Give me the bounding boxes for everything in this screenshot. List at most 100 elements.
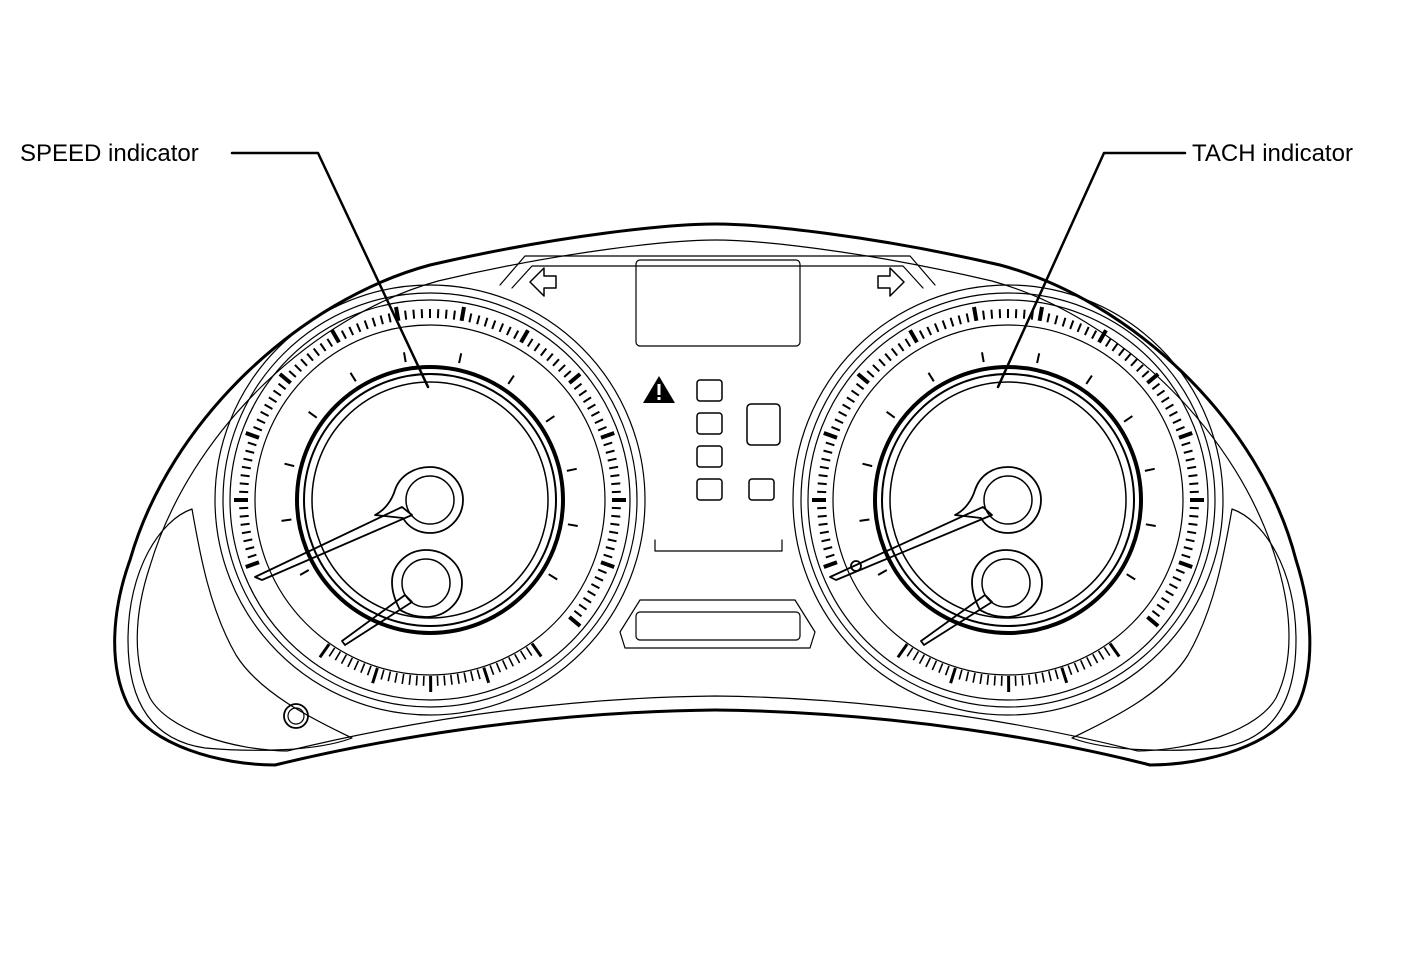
tick-mark [842, 403, 851, 410]
tick-mark [597, 568, 607, 575]
tach-needle [829, 466, 1042, 581]
tick-mark [394, 306, 401, 322]
tick-mark [1036, 353, 1041, 364]
tick-mark [1165, 590, 1174, 597]
tick-mark [818, 474, 828, 478]
tick-mark [519, 650, 527, 660]
tick-mark [507, 375, 515, 385]
tick-mark [1097, 329, 1108, 344]
tick-mark [347, 657, 354, 668]
tick-mark [482, 667, 491, 684]
tick-mark [1172, 418, 1182, 425]
tick-mark [394, 672, 398, 683]
tick-mark [1146, 615, 1160, 628]
tick-mark [825, 441, 835, 447]
tick-mark [886, 410, 896, 419]
tick-mark [371, 667, 379, 684]
tick-mark [513, 330, 520, 340]
tick-mark [241, 530, 251, 535]
tick-mark [456, 673, 460, 684]
tick-mark [463, 672, 467, 683]
tick-mark [501, 659, 508, 670]
tick-mark [334, 651, 342, 661]
tick-mark [277, 382, 287, 390]
tick-mark [288, 370, 297, 378]
tick-mark [823, 449, 833, 454]
center-panel [499, 255, 936, 649]
tick-mark [415, 675, 418, 686]
tick-mark [1141, 370, 1150, 378]
tick-mark [1034, 673, 1038, 684]
indicator-lamp [696, 445, 723, 468]
tick-mark [552, 358, 560, 367]
tick-mark [933, 323, 940, 333]
tick-mark [568, 615, 582, 628]
speedometer-tick-marks [234, 306, 626, 693]
tick-mark [859, 518, 870, 522]
tick-mark [594, 575, 604, 582]
tick-mark [353, 660, 360, 671]
tick-mark [1021, 675, 1024, 686]
tick-mark [972, 672, 976, 683]
tick-mark [957, 315, 962, 325]
speed-indicator-label: SPEED indicator [20, 140, 199, 167]
tick-mark [308, 410, 318, 419]
tick-mark [855, 382, 865, 390]
tick-mark [349, 372, 357, 382]
tick-mark [979, 673, 983, 685]
tick-mark [1123, 415, 1133, 423]
tick-mark [605, 449, 615, 454]
temp-needle [920, 549, 1043, 646]
tick-mark [1183, 546, 1193, 551]
tach-leader-line [996, 151, 1187, 389]
tick-mark [1185, 457, 1195, 462]
tick-mark [412, 309, 416, 319]
tick-mark [459, 306, 466, 322]
tick-mark [896, 643, 909, 659]
tick-mark [243, 457, 253, 462]
tick-mark [491, 320, 497, 330]
tick-mark [1189, 514, 1199, 518]
tick-mark [360, 663, 366, 673]
tick-mark [573, 382, 583, 390]
tick-mark [587, 403, 596, 410]
tick-mark [918, 654, 926, 664]
tick-mark [817, 514, 827, 518]
tick-mark [247, 553, 257, 559]
tick-mark [387, 313, 392, 323]
speed-needle [254, 466, 464, 581]
tachometer-gauge [792, 284, 1224, 716]
tick-mark [306, 353, 314, 362]
tick-mark [1189, 482, 1199, 486]
tick-mark [548, 573, 558, 581]
tick-mark [408, 674, 412, 685]
tick-mark [1172, 575, 1182, 582]
tick-mark [972, 306, 979, 322]
tick-mark [245, 546, 255, 551]
tick-mark [1151, 382, 1161, 390]
tick-mark [600, 560, 615, 569]
tick-mark [908, 329, 919, 344]
tick-mark [600, 431, 615, 440]
tick-mark [938, 663, 944, 673]
tick-mark [594, 418, 604, 425]
tick-mark [603, 441, 613, 447]
tick-mark [387, 671, 392, 682]
tick-mark [253, 425, 263, 432]
tick-mark [1060, 667, 1069, 684]
tick-mark [878, 358, 886, 367]
tick-mark [498, 323, 505, 333]
tick-mark [403, 352, 407, 363]
tick-mark [468, 313, 473, 323]
tick-mark [817, 482, 827, 486]
tick-mark [1145, 523, 1156, 527]
tick-mark [587, 590, 596, 597]
tick-mark [609, 465, 619, 470]
indicator-lamp [746, 403, 781, 446]
tick-mark [611, 482, 621, 486]
tick-mark [578, 389, 588, 397]
tick-mark [1083, 326, 1090, 336]
tick-mark [264, 403, 273, 410]
tick-mark [328, 647, 336, 657]
